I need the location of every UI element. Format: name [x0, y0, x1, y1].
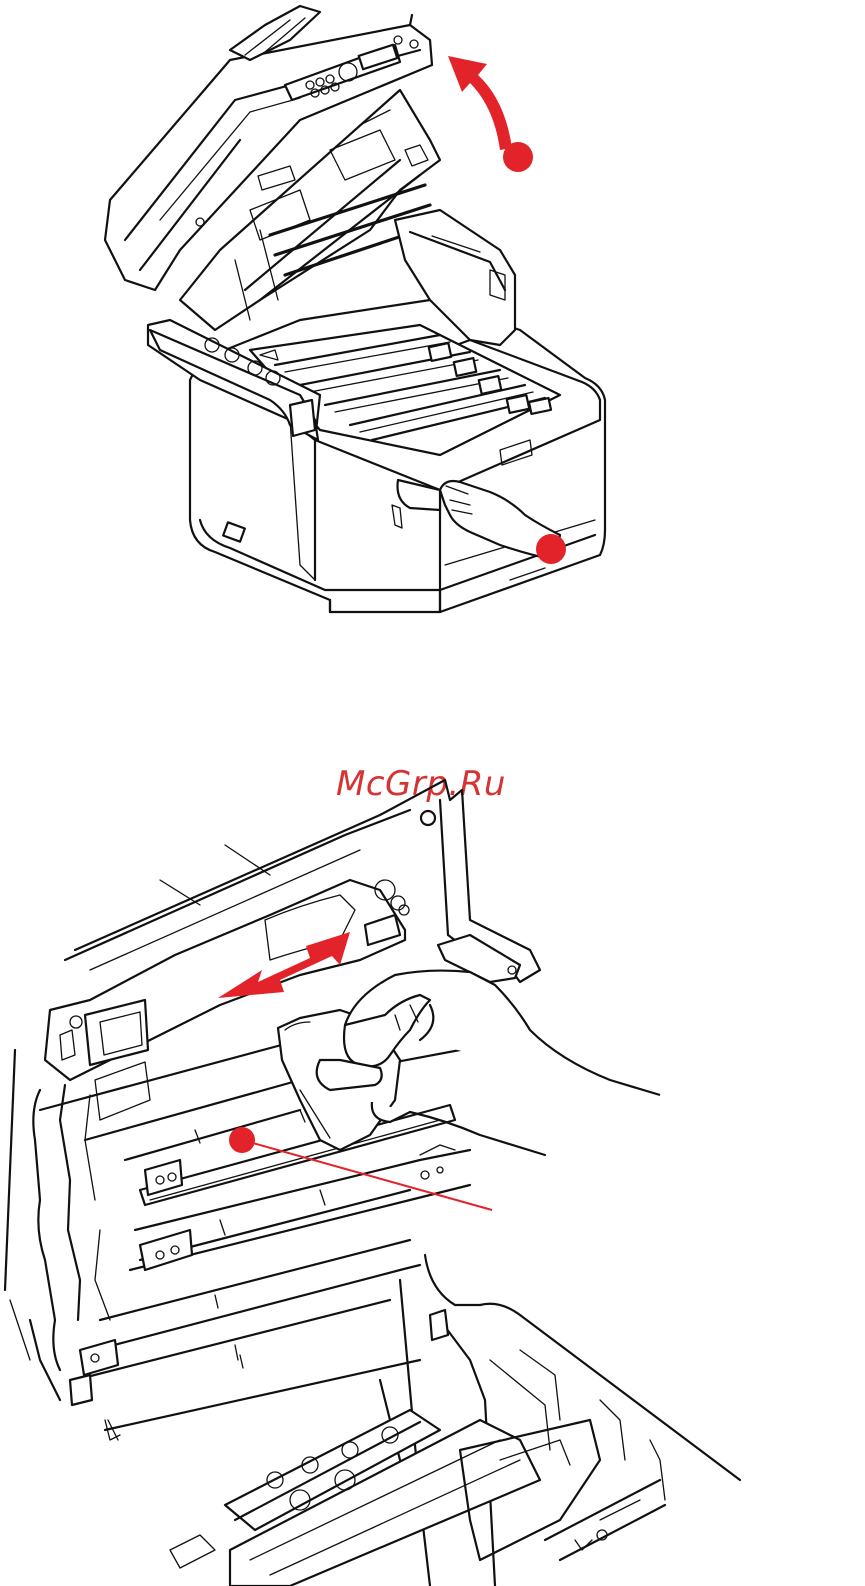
latch-marker: [536, 534, 566, 564]
printer-open-illustration: [0, 0, 865, 615]
led-head-cleaning-figure: [0, 760, 865, 1586]
led-head-cleaning-illustration: [0, 760, 865, 1586]
feed-rollers: [105, 1410, 665, 1586]
printer-open-figure: [0, 0, 865, 615]
hand-with-cloth: [278, 971, 660, 1155]
lift-arrow-marker: [448, 56, 533, 172]
